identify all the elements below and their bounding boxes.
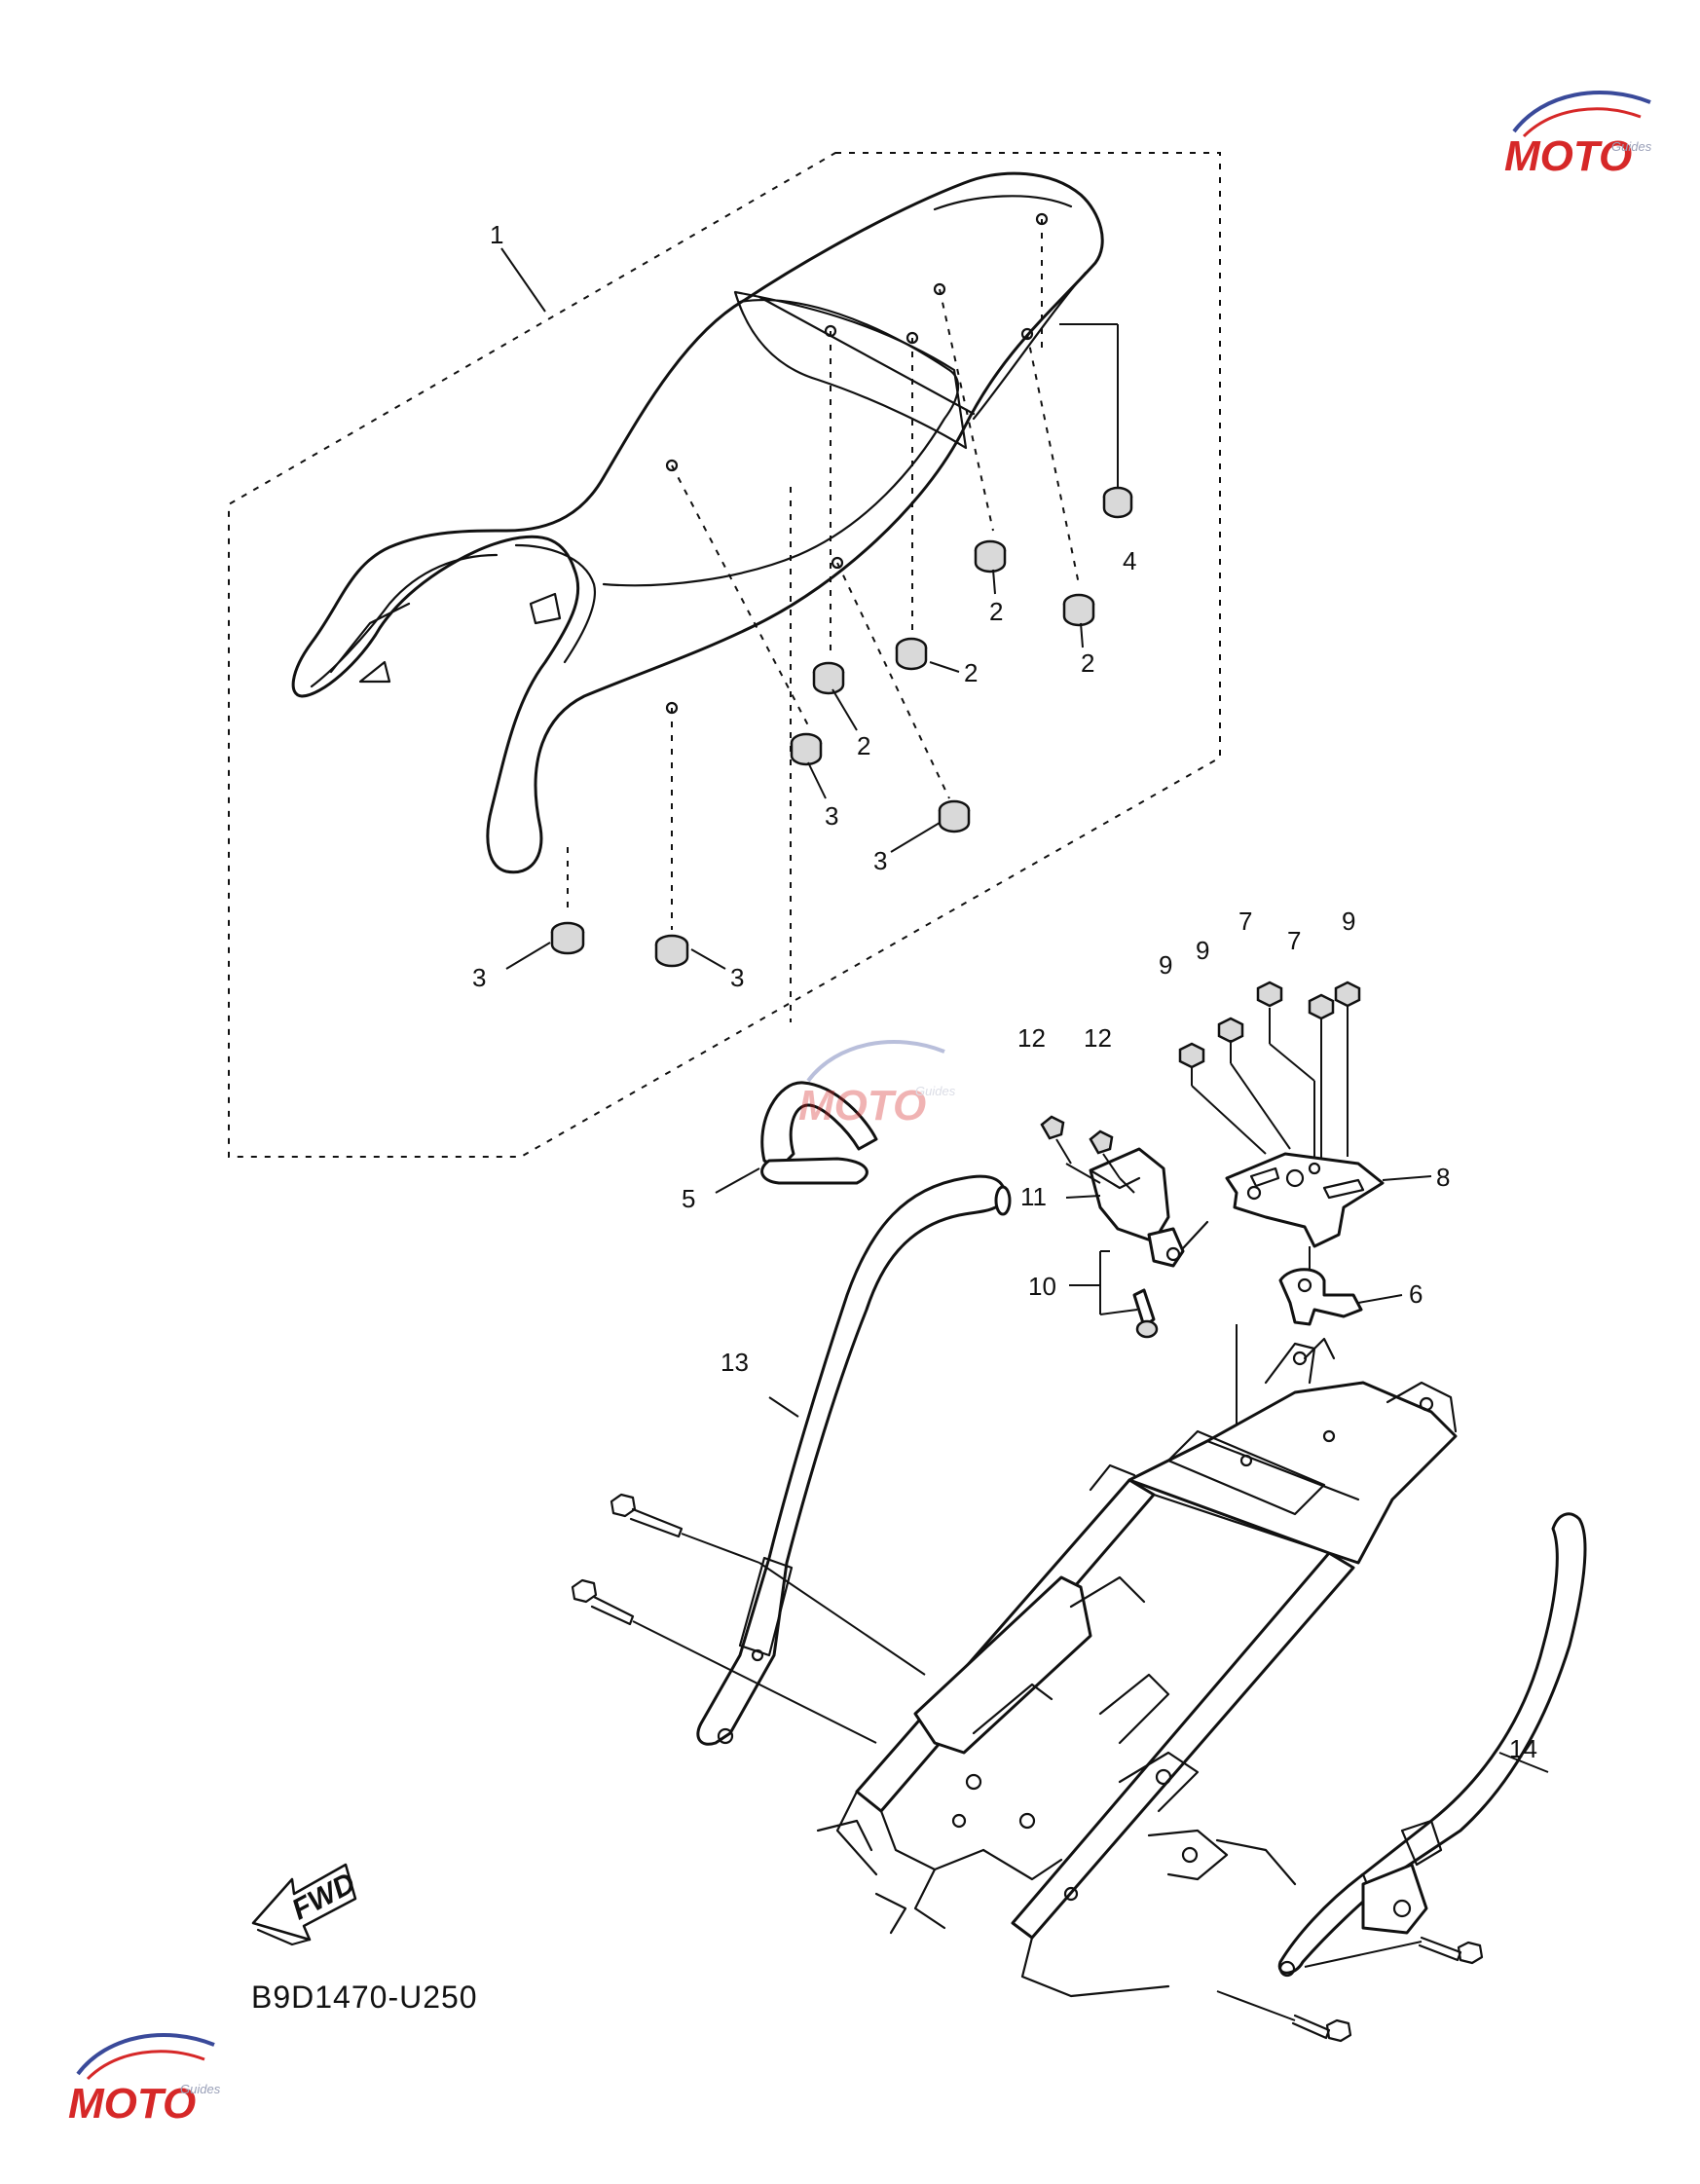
seat-lock-assembly[interactable]: [1040, 1115, 1209, 1339]
callout-numbers: 1 4 2 2 2 2 3 3 3 3 5 12 12 9 9 7 7 9 8 …: [472, 220, 1537, 1763]
callout-9: 9: [1196, 936, 1209, 965]
fwd-arrow: FWD: [251, 1863, 360, 1946]
damper-4: [1102, 486, 1133, 519]
damper-2d: [812, 661, 845, 695]
callout-2: 2: [857, 731, 870, 760]
callout-10: 10: [1028, 1272, 1056, 1301]
watermark-logo-bottom: MOTO Guides: [68, 2033, 221, 2128]
seat-reference-lines: [567, 219, 1080, 1022]
nut-7b: [1308, 993, 1335, 1020]
bolt-9a: [1178, 1042, 1205, 1086]
screw-12a: [1040, 1115, 1072, 1165]
callout-13: 13: [721, 1348, 749, 1377]
callout-12: 12: [1017, 1023, 1046, 1053]
bolt-right-lower: [1216, 1990, 1352, 2043]
callout-5: 5: [682, 1184, 695, 1213]
bolt-9c: [1334, 981, 1361, 1030]
callout-7: 7: [1287, 926, 1301, 955]
callout-2: 2: [1081, 648, 1094, 678]
bolt-9b: [1217, 1017, 1244, 1063]
callout-leaders: [500, 247, 1549, 1773]
watermark-sub: Guides: [1611, 139, 1652, 154]
callout-6: 6: [1409, 1279, 1423, 1309]
damper-2c: [895, 637, 928, 671]
screw-12b: [1089, 1129, 1121, 1179]
watermark-logo-middle: MOTO Guides: [798, 1040, 956, 1129]
callout-4: 4: [1123, 546, 1136, 575]
damper-2a: [974, 539, 1007, 574]
bolt-left-upper: [610, 1493, 926, 1676]
damper-3d: [654, 934, 689, 968]
callout-2: 2: [964, 658, 978, 687]
callout-7: 7: [1238, 907, 1252, 936]
watermark-sub: Guides: [915, 1084, 956, 1098]
grab-bar-right-14[interactable]: [1277, 1512, 1587, 1978]
callout-3: 3: [825, 801, 838, 831]
watermark-brand: MOTO: [68, 2080, 196, 2128]
watermark-brand: MOTO: [1504, 132, 1632, 180]
grab-bar-bolts: [571, 1493, 1484, 2043]
damper-3a: [790, 732, 823, 766]
mounting-plate-8[interactable]: [1225, 1152, 1385, 1248]
damper-grommets: [550, 486, 1133, 968]
callout-12: 12: [1084, 1023, 1112, 1053]
seat-bracket-5[interactable]: [760, 1081, 878, 1185]
callout-9: 9: [1159, 950, 1172, 980]
bolt-right-upper: [1304, 1936, 1484, 1968]
assembly-boundary: [228, 152, 1221, 1158]
callout-3: 3: [472, 963, 486, 992]
grab-bar-left-13[interactable]: [696, 1174, 1012, 1746]
callout-1: 1: [490, 220, 503, 249]
nut-7a: [1256, 981, 1283, 1008]
damper-3c: [550, 921, 585, 955]
diagram-code: B9D1470-U250: [251, 1980, 478, 2015]
damper-3b: [938, 799, 971, 833]
seat[interactable]: [291, 171, 1104, 874]
lock-hook-6[interactable]: [1278, 1268, 1363, 1326]
watermark-logo-top: MOTO Guides: [1504, 91, 1652, 180]
callout-11: 11: [1020, 1182, 1047, 1211]
watermark-sub: Guides: [180, 2082, 221, 2096]
damper-2b: [1062, 593, 1095, 627]
callout-14: 14: [1509, 1734, 1537, 1763]
bolts-9-nuts-7: [1178, 981, 1361, 1276]
callout-3: 3: [873, 846, 887, 875]
callout-3: 3: [730, 963, 744, 992]
callout-8: 8: [1436, 1163, 1450, 1192]
watermark-brand: MOTO: [798, 1082, 926, 1129]
bolt-left-lower: [571, 1578, 877, 1744]
callout-9: 9: [1342, 907, 1355, 936]
rear-frame: [816, 1337, 1458, 1998]
callout-2: 2: [989, 597, 1003, 626]
